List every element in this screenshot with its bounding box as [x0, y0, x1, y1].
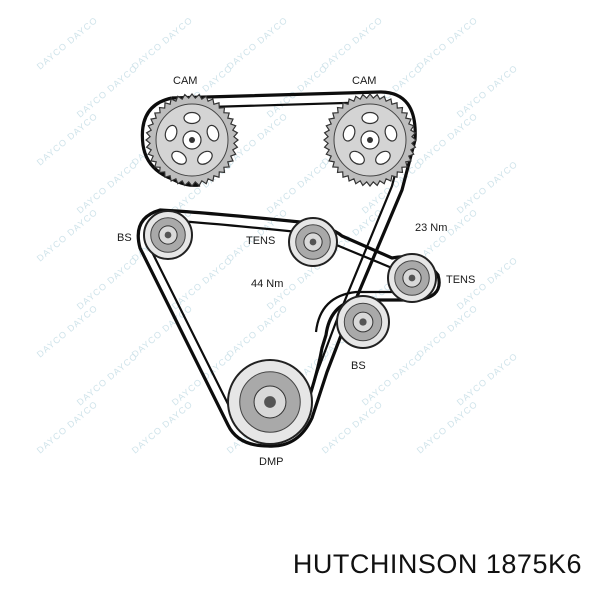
watermark-text: DAYCO DAYCO	[75, 159, 140, 216]
watermark-text: DAYCO DAYCO	[415, 303, 480, 360]
pulley-bolt	[164, 231, 172, 239]
gear-window	[171, 150, 187, 165]
label-dmp: DMP	[259, 456, 283, 468]
cam-sprocket-left	[145, 93, 239, 187]
watermark-text: DAYCO DAYCO	[265, 63, 330, 120]
watermark-text: DAYCO DAYCO	[320, 399, 385, 456]
watermark-text: DAYCO DAYCO	[130, 15, 195, 72]
label-bs-left: BS	[117, 232, 132, 244]
pulley-bolt	[309, 238, 317, 246]
watermark-text: DAYCO DAYCO	[75, 63, 140, 120]
watermark-text: DAYCO DAYCO	[35, 15, 100, 72]
watermark-text: DAYCO DAYCO	[415, 111, 480, 168]
product-caption: HUTCHINSON 1875K6	[292, 549, 582, 579]
watermark-text: DAYCO DAYCO	[170, 255, 235, 312]
gear-window	[164, 124, 178, 142]
watermark-text: DAYCO DAYCO	[415, 399, 480, 456]
watermark-text: DAYCO DAYCO	[415, 207, 480, 264]
gear-window	[375, 150, 391, 165]
watermark-text: DAYCO DAYCO	[320, 15, 385, 72]
watermark-text: DAYCO DAYCO	[35, 399, 100, 456]
gear-window	[349, 150, 365, 165]
label-tens-center: TENS	[246, 235, 275, 247]
watermark-text: DAYCO DAYCO	[75, 351, 140, 408]
tensioner-pulley-right	[387, 253, 437, 303]
label-cam-right: CAM	[352, 75, 376, 87]
bs-pulley-left	[143, 210, 193, 260]
label-tens-right: TENS	[446, 274, 475, 286]
bs-pulley-lower	[336, 295, 390, 349]
label-bs-lower: BS	[351, 360, 366, 372]
label-torque-44: 44 Nm	[251, 278, 283, 290]
gear-window	[206, 124, 220, 142]
watermark-text: DAYCO DAYCO	[455, 351, 520, 408]
watermark-text: DAYCO DAYCO	[455, 63, 520, 120]
damper-pulley	[227, 359, 313, 445]
pulley-bolt	[264, 396, 276, 408]
watermark-text: DAYCO DAYCO	[455, 159, 520, 216]
cam-sprocket-right	[323, 93, 417, 187]
gear-center	[367, 137, 373, 143]
watermark-text: DAYCO DAYCO	[35, 303, 100, 360]
label-cam-left: CAM	[173, 75, 197, 87]
watermark-text: DAYCO DAYCO	[415, 15, 480, 72]
watermark-text: DAYCO DAYCO	[130, 303, 195, 360]
gear-window	[342, 124, 356, 142]
watermark-text: DAYCO DAYCO	[360, 351, 425, 408]
pulley-layer	[143, 93, 437, 445]
gear-center	[189, 137, 195, 143]
watermark-text: DAYCO DAYCO	[265, 159, 330, 216]
pulley-bolt	[359, 318, 367, 326]
gear-window	[361, 111, 379, 125]
gear-window	[384, 124, 398, 142]
watermark-text: DAYCO DAYCO	[225, 15, 290, 72]
gear-window	[183, 111, 201, 125]
pulley-bolt	[408, 274, 416, 282]
gear-window	[197, 150, 213, 165]
watermark-text: DAYCO DAYCO	[35, 207, 100, 264]
watermark-text: DAYCO DAYCO	[35, 111, 100, 168]
label-torque-23: 23 Nm	[415, 222, 447, 234]
tensioner-pulley-center	[288, 217, 338, 267]
watermark-text: DAYCO DAYCO	[75, 255, 140, 312]
watermark-text: DAYCO DAYCO	[225, 303, 290, 360]
watermark-text: DAYCO DAYCO	[130, 399, 195, 456]
